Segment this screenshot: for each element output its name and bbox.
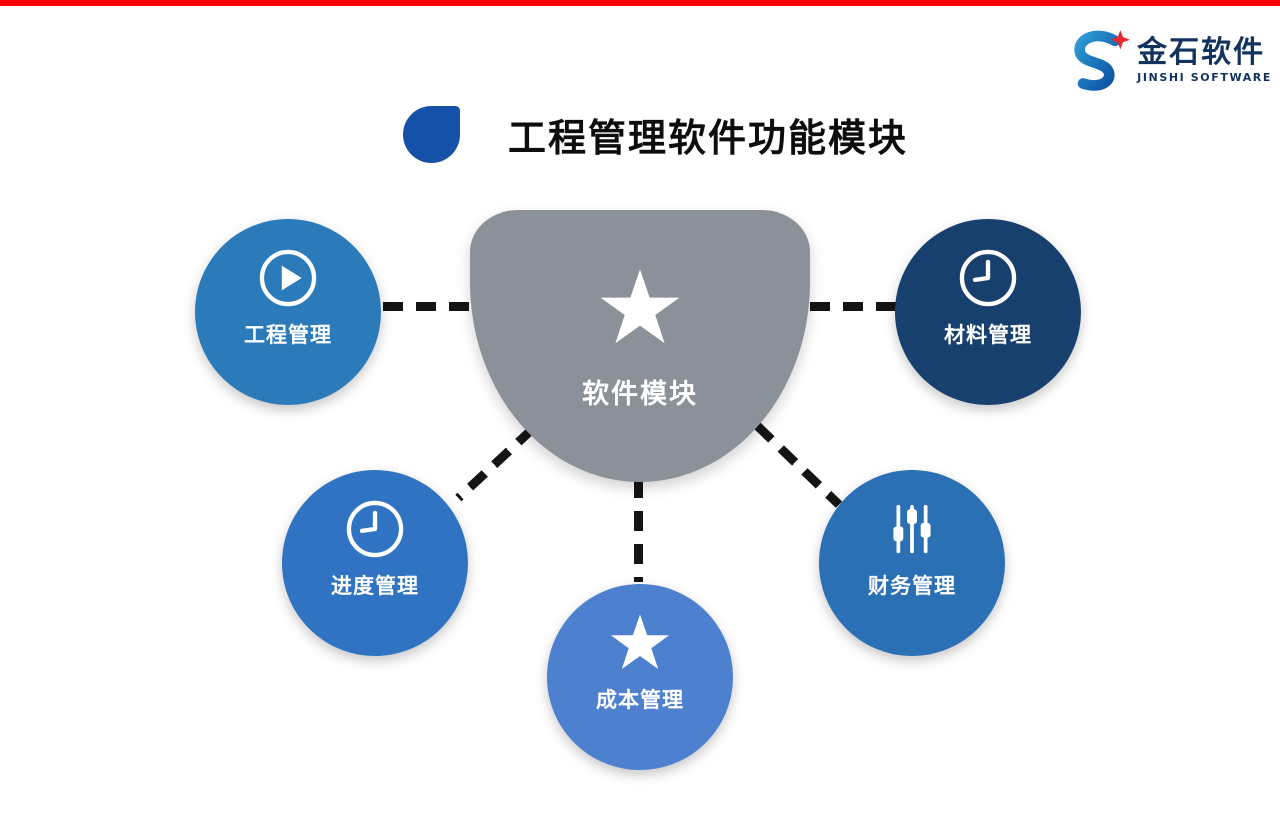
logo: 金石软件 JINSHI SOFTWARE [1067, 28, 1272, 92]
connector-center-to-finance [753, 422, 843, 508]
node-label: 财务管理 [868, 574, 956, 598]
node-project-management: 工程管理 [195, 219, 381, 405]
connector-center-to-material [810, 302, 896, 311]
star-icon [600, 269, 680, 344]
connector-center-to-cost [634, 478, 643, 582]
title-row: 工程管理软件功能模块 [403, 106, 908, 163]
node-material-management: 材料管理 [895, 219, 1081, 405]
top-accent-bar [0, 0, 1280, 6]
connector-center-to-progress [455, 425, 537, 502]
star-icon [610, 614, 670, 670]
jinshi-logo-icon [1074, 30, 1131, 91]
logo-company-subtitle: JINSHI SOFTWARE [1137, 71, 1272, 84]
logo-text-block: 金石软件 JINSHI SOFTWARE [1137, 36, 1272, 84]
center-node-label: 软件模块 [582, 379, 698, 410]
node-progress-management: 进度管理 [282, 470, 468, 656]
node-label: 成本管理 [596, 688, 684, 712]
sliders-icon [893, 504, 931, 554]
node-label: 材料管理 [944, 323, 1032, 347]
page-title: 工程管理软件功能模块 [508, 116, 909, 160]
node-finance-management: 财务管理 [819, 470, 1005, 656]
logo-company-name: 金石软件 [1137, 35, 1266, 70]
node-label: 进度管理 [331, 574, 419, 598]
clock-icon [959, 249, 1017, 307]
title-bullet-shape [403, 106, 460, 163]
play-icon [259, 249, 317, 307]
clock-icon [346, 500, 404, 558]
node-label: 工程管理 [244, 323, 332, 347]
node-cost-management: 成本管理 [547, 584, 733, 770]
connector-center-to-project [383, 302, 473, 311]
